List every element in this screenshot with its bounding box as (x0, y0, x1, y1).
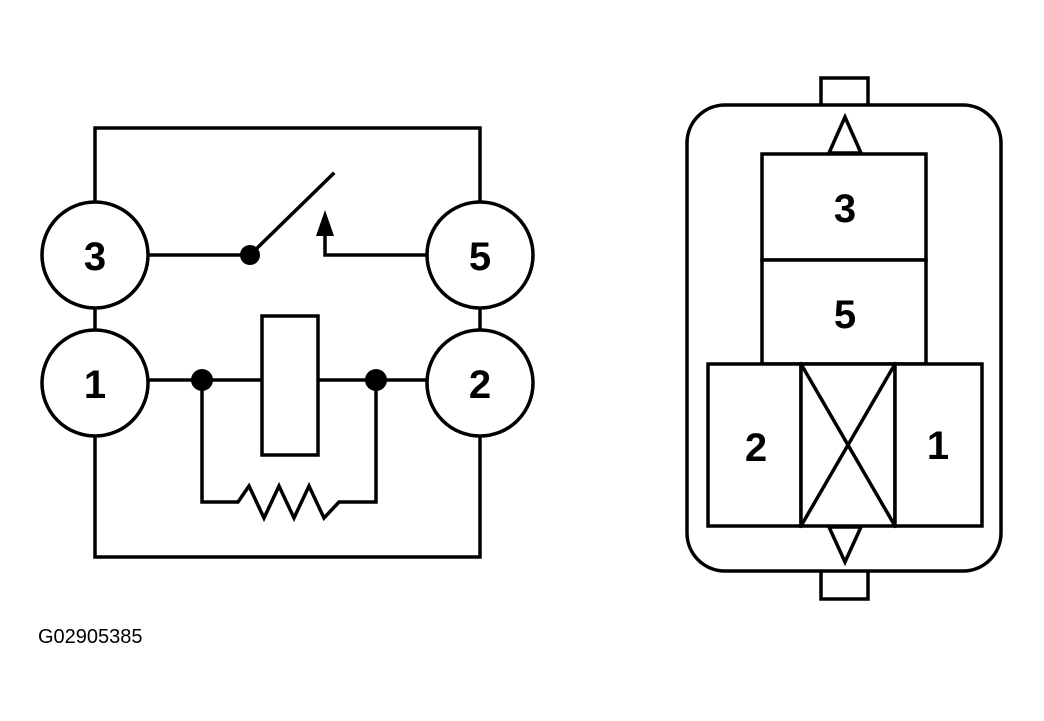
terminal-2-label: 2 (469, 363, 491, 407)
terminal-3: 3 (40, 200, 150, 310)
cavity-3-label: 3 (834, 187, 856, 231)
cavity-3 (760, 152, 928, 262)
cavity-1-label: 1 (927, 424, 949, 468)
top-latch-tab (819, 76, 870, 108)
coil-symbol (260, 314, 320, 457)
cavity-2 (706, 362, 803, 528)
terminal-2: 2 (425, 328, 535, 438)
bottom-wire (93, 434, 482, 559)
terminal-2-circle (425, 328, 535, 438)
terminal-3-label: 3 (84, 235, 106, 279)
relay-schematic: 3 5 1 2 (40, 126, 535, 559)
cavity-5-label: 5 (834, 293, 856, 337)
top-wire (93, 126, 482, 204)
terminal-1-circle (40, 328, 150, 438)
switch-contact-wire (323, 230, 429, 257)
terminal-3-circle (40, 200, 150, 310)
terminal-5-label: 5 (469, 235, 491, 279)
cavity-5 (760, 258, 928, 366)
connector-face-view: 3 5 2 1 (685, 76, 1003, 601)
switch-contact-arrow-icon (316, 210, 334, 236)
switch-blade (247, 171, 336, 258)
resistor-symbol (200, 378, 378, 523)
cavity-2-label: 2 (745, 426, 767, 470)
terminal-1: 1 (40, 328, 150, 438)
blank-cavity-cross-icon (798, 361, 898, 529)
terminal-1-label: 1 (84, 363, 106, 407)
terminal-5: 5 (425, 200, 535, 310)
terminal-5-circle (425, 200, 535, 310)
bottom-latch-tab (819, 568, 870, 601)
cavity-1 (893, 362, 984, 528)
figure-id-caption: G02905385 (38, 626, 143, 648)
